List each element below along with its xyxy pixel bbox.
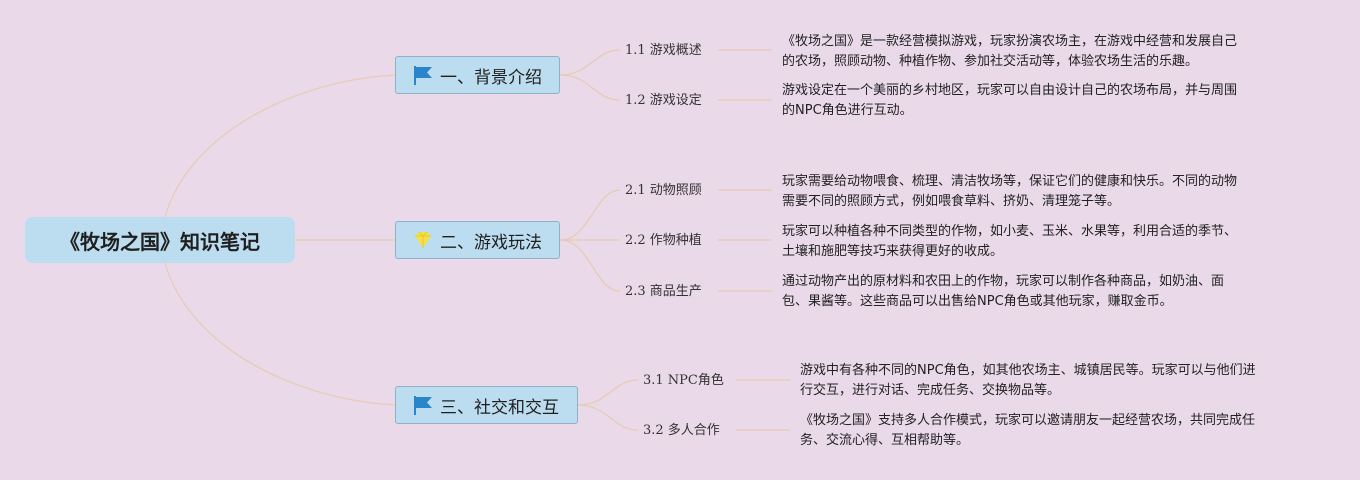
connector-branch-leaf [577, 379, 639, 406]
desc-line: 通过动物产出的原材料和农田上的作物，玩家可以制作各种商品，如奶油、面 [782, 274, 1225, 289]
flag-icon [412, 64, 434, 86]
connector-branch-leaf [559, 74, 621, 101]
leaf-label-2-3[interactable]: 2.3 商品生产 [625, 284, 702, 299]
leaf-label-2-1[interactable]: 2.1 动物照顾 [625, 183, 702, 198]
desc-line: 务、交流心得、互相帮助等。 [800, 433, 970, 448]
desc-line: 《牧场之国》支持多人合作模式，玩家可以邀请朋友一起经营农场，共同完成任 [800, 413, 1256, 428]
branch-label: 一、背景介绍 [440, 67, 542, 88]
desc-line: 《牧场之国》是一款经营模拟游戏，玩家扮演农场主，在游戏中经营和发展自己 [782, 34, 1238, 49]
desc-line: 需要不同的照顾方式，例如喂食草料、挤奶、清理笼子等。 [782, 194, 1121, 209]
desc-line: 游戏中有各种不同的NPC角色，如其他农场主、城镇居民等。玩家可以与他们进 [800, 363, 1256, 378]
desc-line: 行交互，进行对话、完成任务、交换物品等。 [800, 383, 1061, 398]
branch-node-gameplay[interactable]: 二、游戏玩法 [395, 221, 560, 259]
branch-node-social[interactable]: 三、社交和交互 [395, 386, 578, 424]
connector-branch-leaf [559, 239, 621, 292]
desc-line: 的NPC角色进行互动。 [782, 103, 913, 118]
desc-line: 玩家可以种植各种不同类型的作物，如小麦、玉米、水果等，利用合适的季节、 [782, 224, 1238, 239]
root-node[interactable]: 《牧场之国》知识笔记 [25, 217, 295, 263]
branch-node-background[interactable]: 一、背景介绍 [395, 56, 560, 94]
leaf-label-1-1[interactable]: 1.1 游戏概述 [625, 43, 702, 58]
leaf-desc-1-1: 《牧场之国》是一款经营模拟游戏，玩家扮演农场主，在游戏中经营和发展自己 的农场，… [782, 32, 1237, 72]
desc-line: 玩家需要给动物喂食、梳理、清洁牧场等，保证它们的健康和快乐。不同的动物 [782, 174, 1238, 189]
diamond-icon [412, 229, 434, 251]
leaf-label-3-2[interactable]: 3.2 多人合作 [643, 423, 720, 438]
connector-branch-leaf [577, 404, 639, 431]
branch-label: 二、游戏玩法 [440, 232, 542, 253]
connector-branch-leaf [559, 189, 621, 241]
leaf-desc-3-1: 游戏中有各种不同的NPC角色，如其他农场主、城镇居民等。玩家可以与他们进 行交互… [800, 361, 1256, 401]
leaf-desc-2-3: 通过动物产出的原材料和农田上的作物，玩家可以制作各种商品，如奶油、面 包、果酱等… [782, 272, 1224, 312]
leaf-desc-2-2: 玩家可以种植各种不同类型的作物，如小麦、玉米、水果等，利用合适的季节、 土壤和施… [782, 222, 1237, 262]
leaf-desc-3-2: 《牧场之国》支持多人合作模式，玩家可以邀请朋友一起经营农场，共同完成任 务、交流… [800, 411, 1255, 451]
desc-line: 包、果酱等。这些商品可以出售给NPC角色或其他玩家，赚取金币。 [782, 294, 1173, 309]
leaf-desc-2-1: 玩家需要给动物喂食、梳理、清洁牧场等，保证它们的健康和快乐。不同的动物 需要不同… [782, 172, 1237, 212]
connector-root-branch-3 [164, 262, 396, 406]
branch-label: 三、社交和交互 [440, 397, 559, 418]
leaf-label-3-1[interactable]: 3.1 NPC角色 [643, 373, 724, 388]
desc-line: 游戏设定在一个美丽的乡村地区，玩家可以自由设计自己的农场布局，并与周围 [782, 83, 1238, 98]
connector-branch-leaf [559, 49, 621, 76]
root-title: 《牧场之国》知识笔记 [60, 229, 260, 254]
leaf-label-2-2[interactable]: 2.2 作物种植 [625, 233, 702, 248]
leaf-label-1-2[interactable]: 1.2 游戏设定 [625, 93, 702, 108]
desc-line: 的农场，照顾动物、种植作物、参加社交活动等，体验农场生活的乐趣。 [782, 54, 1199, 69]
leaf-desc-1-2: 游戏设定在一个美丽的乡村地区，玩家可以自由设计自己的农场布局，并与周围 的NPC… [782, 81, 1237, 121]
desc-line: 土壤和施肥等技巧来获得更好的收成。 [782, 244, 1004, 259]
connector-root-branch-1 [164, 74, 396, 218]
flag-icon [412, 394, 434, 416]
